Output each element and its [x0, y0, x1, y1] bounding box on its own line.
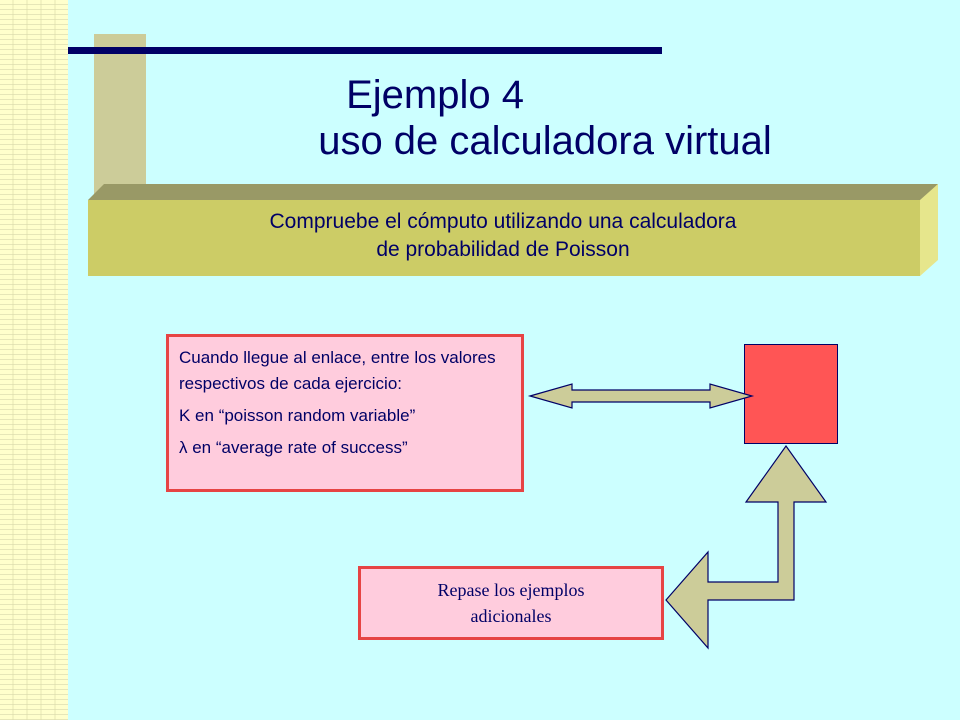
bent-arrow-icon[interactable]	[665, 444, 828, 650]
review-label-line-1: Repase los ejemplos	[437, 580, 585, 600]
banner-side-face	[920, 184, 938, 276]
review-examples-button[interactable]: Repase los ejemplos adicionales	[358, 566, 664, 640]
instructions-line-2: K en “poisson random variable”	[179, 406, 416, 425]
banner-text: Compruebe el cómputo utilizando una calc…	[178, 208, 828, 264]
double-headed-arrow-icon	[527, 383, 755, 409]
left-stripe-decoration	[0, 0, 68, 720]
instructions-line-3: λ en “average rate of success”	[179, 438, 408, 457]
slide-title: Ejemplo 4 uso de calculadora virtual	[140, 72, 950, 164]
title-line-2: uso de calculadora virtual	[318, 119, 772, 163]
instruction-banner: Compruebe el cómputo utilizando una calc…	[88, 184, 938, 276]
instructions-box: Cuando llegue al enlace, entre los valor…	[166, 334, 524, 492]
title-rule	[68, 47, 662, 54]
banner-front-face	[88, 200, 920, 276]
title-line-1: Ejemplo 4	[346, 73, 524, 117]
banner-line-2: de probabilidad de Poisson	[376, 238, 630, 261]
review-label-line-2: adicionales	[470, 606, 552, 626]
banner-line-1: Compruebe el cómputo utilizando una calc…	[269, 210, 737, 233]
title-accent-bar	[94, 34, 146, 194]
instructions-line-1: Cuando llegue al enlace, entre los valor…	[179, 348, 496, 393]
calculator-link-button[interactable]	[744, 344, 838, 444]
banner-top-face	[88, 184, 938, 200]
